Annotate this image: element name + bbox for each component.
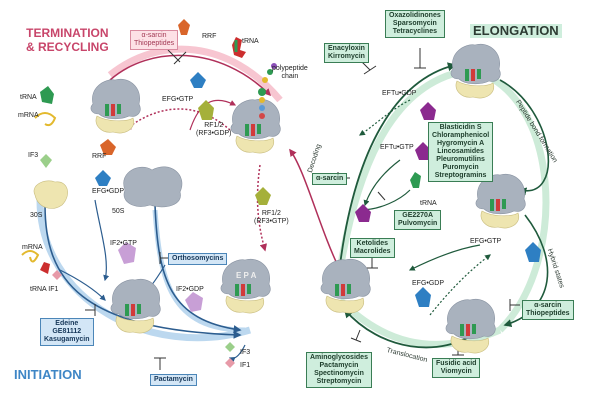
trna-if1-label: tRNA IF1 bbox=[30, 286, 59, 293]
if2-gtp-label: IF2•GTP bbox=[110, 240, 137, 247]
termination-title-line2: & RECYCLING bbox=[26, 40, 109, 54]
50s-label: 50S bbox=[112, 208, 125, 215]
antibiotic-name: GE2270A bbox=[402, 212, 434, 219]
antibiotic-name: Spectinomycin bbox=[314, 370, 364, 377]
antibiotic-box-ketolides-macrolides: Ketolides Macrolides bbox=[350, 238, 395, 258]
antibiotic-name: Hygromycin A bbox=[436, 140, 485, 147]
antibiotic-name: Edeine bbox=[55, 320, 79, 327]
antibiotic-box-aminoglycosides-group: Aminoglycosides Pactamycin Spectinomycin… bbox=[306, 352, 372, 388]
antibiotic-name: Blasticidin S bbox=[439, 124, 482, 131]
antibiotic-box-asarcin-mid: α-sarcin bbox=[312, 173, 348, 185]
antibiotic-name: Viomycin bbox=[440, 368, 472, 375]
antibiotic-box-edeine-group: Edeine GE81112 Kasugamycin bbox=[40, 318, 94, 346]
mrna-label-init: mRNA bbox=[22, 244, 43, 251]
if3-label-bottom: IF3 bbox=[240, 349, 251, 356]
termination-band bbox=[107, 45, 283, 103]
antibiotic-name: Streptomycin bbox=[316, 378, 362, 385]
rrf-label-mid: RRF bbox=[92, 153, 107, 160]
antibiotic-box-orthosomycins: Orthosomycins bbox=[168, 253, 228, 265]
efg-gtp-label-top: EFG•GTP bbox=[162, 96, 194, 103]
if2-gdp-label: IF2•GDP bbox=[176, 286, 204, 293]
antibiotic-box-fusidic-viomycin: Fusidic acid Viomycin bbox=[432, 358, 481, 378]
trna-label-left: tRNA bbox=[20, 94, 37, 101]
antibiotic-name: Pleuromutilins bbox=[436, 156, 485, 163]
antibiotic-box-asarcin-thiopeptides-top: α-sarcin Thiopeptides bbox=[130, 30, 179, 50]
eftu-gdp-label: EFTu•GDP bbox=[382, 90, 417, 97]
antibiotic-name: Kirromycin bbox=[328, 53, 365, 60]
antibiotic-name: Tetracyclines bbox=[392, 28, 437, 35]
elongation-band-left bbox=[336, 66, 471, 271]
elongation-title: ELONGATION bbox=[470, 24, 562, 38]
antibiotic-name: Puromycin bbox=[442, 164, 479, 171]
antibiotic-name: α-sarcin bbox=[316, 175, 344, 182]
efg-gtp-label-right: EFG•GTP bbox=[470, 238, 502, 245]
termination-title-line1: TERMINATION bbox=[26, 26, 109, 40]
antibiotic-name: Pactamycin bbox=[319, 362, 359, 369]
antibiotic-name: Macrolides bbox=[354, 248, 391, 255]
polypeptide-label: polypeptide chain bbox=[272, 65, 308, 81]
antibiotic-box-blasticidin-group: Blasticidin S Chloramphenicol Hygromycin… bbox=[428, 122, 494, 182]
rf12-gtp-line1: RF1/2 bbox=[261, 210, 281, 217]
antibiotic-name: GE81112 bbox=[52, 328, 82, 335]
epa-sites-label: E P A bbox=[236, 271, 257, 280]
antibiotic-name: Chloramphenicol bbox=[432, 132, 490, 139]
antibiotic-name: Streptogramins bbox=[434, 172, 487, 179]
antibiotic-name: Ketolides bbox=[356, 240, 389, 247]
eftu-gtp-label: EFTu•GTP bbox=[380, 144, 414, 151]
antibiotic-name: α-sarcin bbox=[141, 32, 167, 39]
trna-label-top: tRNA bbox=[242, 38, 259, 45]
rf12-gdp-line1: RF1/2 bbox=[204, 122, 224, 129]
antibiotic-name: Thiopeptides bbox=[134, 40, 175, 47]
initiation-title: INITIATION bbox=[14, 367, 82, 382]
rf12-gtp-label: RF1/2 (RF3•GTP) bbox=[254, 210, 289, 226]
antibiotic-name: Enacyloxin bbox=[328, 45, 365, 52]
rf12-gdp-label: RF1/2 (RF3•GDP) bbox=[196, 122, 232, 138]
antibiotic-box-pactamycin: Pactamycin bbox=[150, 374, 197, 386]
termination-recycling-title: TERMINATION & RECYCLING bbox=[26, 26, 109, 54]
polypeptide-line1: polypeptide bbox=[272, 65, 308, 72]
if1-label-bottom: IF1 bbox=[240, 362, 251, 369]
antibiotic-name: Orthosomycins bbox=[172, 255, 224, 262]
rf12-gdp-line2: (RF3•GDP) bbox=[196, 130, 232, 137]
antibiotic-name: Aminoglycosides bbox=[310, 354, 368, 361]
mrna-label-left: mRNA bbox=[18, 112, 39, 119]
antibiotic-box-enacyloxin-kirromycin: Enacyloxin Kirromycin bbox=[324, 43, 369, 63]
antibiotic-name: α-sarcin bbox=[534, 302, 562, 309]
if3-label-left: IF3 bbox=[28, 152, 39, 159]
antibiotic-name: Pulvomycin bbox=[398, 220, 438, 227]
trna-label-right: tRNA bbox=[420, 200, 437, 207]
antibiotic-box-oxazolidinones: Oxazolidinones Sparsomycin Tetracyclines bbox=[385, 10, 445, 38]
antibiotic-name: Thiopeptides bbox=[526, 310, 570, 317]
efg-gdp-label-right: EFG•GDP bbox=[412, 280, 445, 287]
efg-gdp-label-left: EFG•GDP bbox=[92, 188, 125, 195]
antibiotic-name: Fusidic acid bbox=[436, 360, 477, 367]
antibiotic-name: Sparsomycin bbox=[392, 20, 437, 27]
antibiotic-name: Kasugamycin bbox=[44, 336, 90, 343]
initiation-band bbox=[36, 199, 252, 342]
elongation-band-right bbox=[469, 66, 550, 333]
rf12-gtp-line2: (RF3•GTP) bbox=[254, 218, 289, 225]
antibiotic-name: Lincosamides bbox=[437, 148, 484, 155]
antibiotic-box-ge2270a-pulvomycin: GE2270A Pulvomycin bbox=[394, 210, 442, 230]
antibiotic-box-asarcin-thiopeptides-right: α-sarcin Thiopeptides bbox=[522, 300, 574, 320]
antibiotic-name: Pactamycin bbox=[154, 376, 193, 383]
rrf-label-top: RRF bbox=[202, 33, 217, 40]
antibiotic-name: Oxazolidinones bbox=[389, 12, 441, 19]
30s-label: 30S bbox=[30, 212, 43, 219]
polypeptide-line2: chain bbox=[281, 73, 299, 80]
